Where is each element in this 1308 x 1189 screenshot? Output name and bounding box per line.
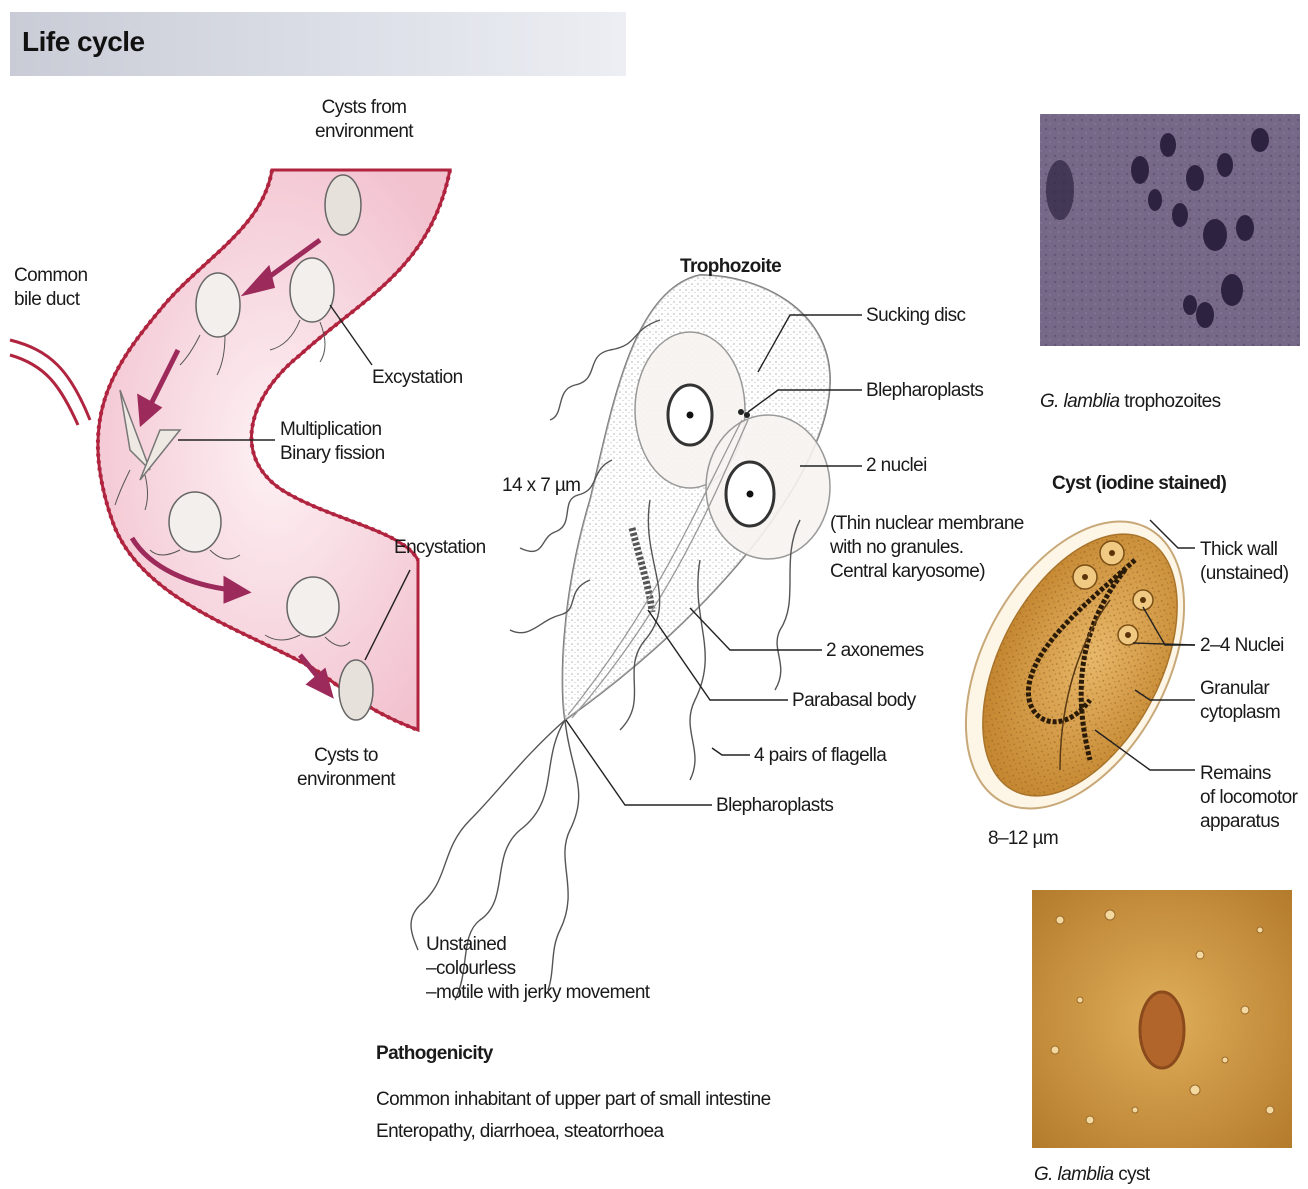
caption-text: cyst <box>1114 1164 1150 1185</box>
label-line: Central karyosome) <box>830 560 1024 584</box>
trophozoite-title: Trophozoite <box>680 255 781 279</box>
bile-duct <box>10 340 90 425</box>
label-line: Thick wall <box>1200 538 1288 562</box>
label-cyst-size: 8–12 µm <box>988 827 1058 851</box>
pathogenicity-title: Pathogenicity <box>376 1042 493 1066</box>
cyst-micrograph <box>1032 890 1292 1148</box>
label-trophozoite-size: 14 x 7 µm <box>502 474 580 498</box>
label-flagella: 4 pairs of flagella <box>754 744 886 768</box>
label-cysts-to-environment: Cysts to environment <box>294 744 398 792</box>
label-line: of locomotor <box>1200 786 1297 810</box>
label-line: Remains <box>1200 762 1297 786</box>
caption-text: trophozoites <box>1120 391 1221 412</box>
cyst-title: Cyst (iodine stained) <box>1052 472 1226 496</box>
label-line: cytoplasm <box>1200 701 1280 725</box>
label-axonemes: 2 axonemes <box>826 639 924 663</box>
label-nuclear-note: (Thin nuclear membrane with no granules.… <box>830 512 1024 584</box>
trophozoite-micrograph <box>1040 114 1300 346</box>
label-line: Unstained <box>426 933 650 957</box>
label-line: –motile with jerky movement <box>426 981 650 1005</box>
pathogenicity-text: Common inhabitant of upper part of small… <box>376 1084 771 1148</box>
label-encystation: Encystation <box>394 536 486 560</box>
label-line: Multiplication <box>280 418 385 442</box>
label-line: Granular <box>1200 677 1280 701</box>
label-excystation: Excystation <box>372 366 463 390</box>
label-line: apparatus <box>1200 810 1297 834</box>
label-line: –colourless <box>426 957 650 981</box>
label-blepharoplasts-top: Blepharoplasts <box>866 379 983 403</box>
caption-trophozoite-micrograph: G. lamblia trophozoites <box>1040 390 1221 414</box>
label-unstained-note: Unstained –colourless –motile with jerky… <box>426 933 650 1005</box>
label-line: Cysts from <box>312 96 416 120</box>
label-line: environment <box>294 768 398 792</box>
intestine-segment <box>98 170 450 730</box>
label-locomotor-remains: Remains of locomotor apparatus <box>1200 762 1297 834</box>
caption-cyst-micrograph: G. lamblia cyst <box>1034 1163 1150 1187</box>
label-line: (unstained) <box>1200 562 1288 586</box>
label-common-bile-duct: Common bile duct <box>14 264 87 312</box>
label-blepharoplasts-bottom: Blepharoplasts <box>716 794 833 818</box>
label-granular-cytoplasm: Granular cytoplasm <box>1200 677 1280 725</box>
label-line: environment <box>312 120 416 144</box>
label-line: bile duct <box>14 288 87 312</box>
label-cyst-nuclei: 2–4 Nuclei <box>1200 634 1284 658</box>
label-cysts-from-environment: Cysts from environment <box>312 96 416 144</box>
caption-species: G. lamblia <box>1034 1164 1114 1185</box>
caption-species: G. lamblia <box>1040 391 1120 412</box>
label-line: (Thin nuclear membrane <box>830 512 1024 536</box>
label-line: Binary fission <box>280 442 385 466</box>
label-line: Common <box>14 264 87 288</box>
label-sucking-disc: Sucking disc <box>866 304 965 328</box>
label-line: with no granules. <box>830 536 1024 560</box>
label-two-nuclei: 2 nuclei <box>866 454 927 478</box>
label-line: Cysts to <box>294 744 398 768</box>
label-parabasal-body: Parabasal body <box>792 689 916 713</box>
label-thick-wall: Thick wall (unstained) <box>1200 538 1288 586</box>
pathogenicity-line: Enteropathy, diarrhoea, steatorrhoea <box>376 1116 771 1148</box>
trophozoite-drawing <box>563 275 830 720</box>
label-multiplication: Multiplication Binary fission <box>280 418 385 466</box>
pathogenicity-line: Common inhabitant of upper part of small… <box>376 1084 771 1116</box>
